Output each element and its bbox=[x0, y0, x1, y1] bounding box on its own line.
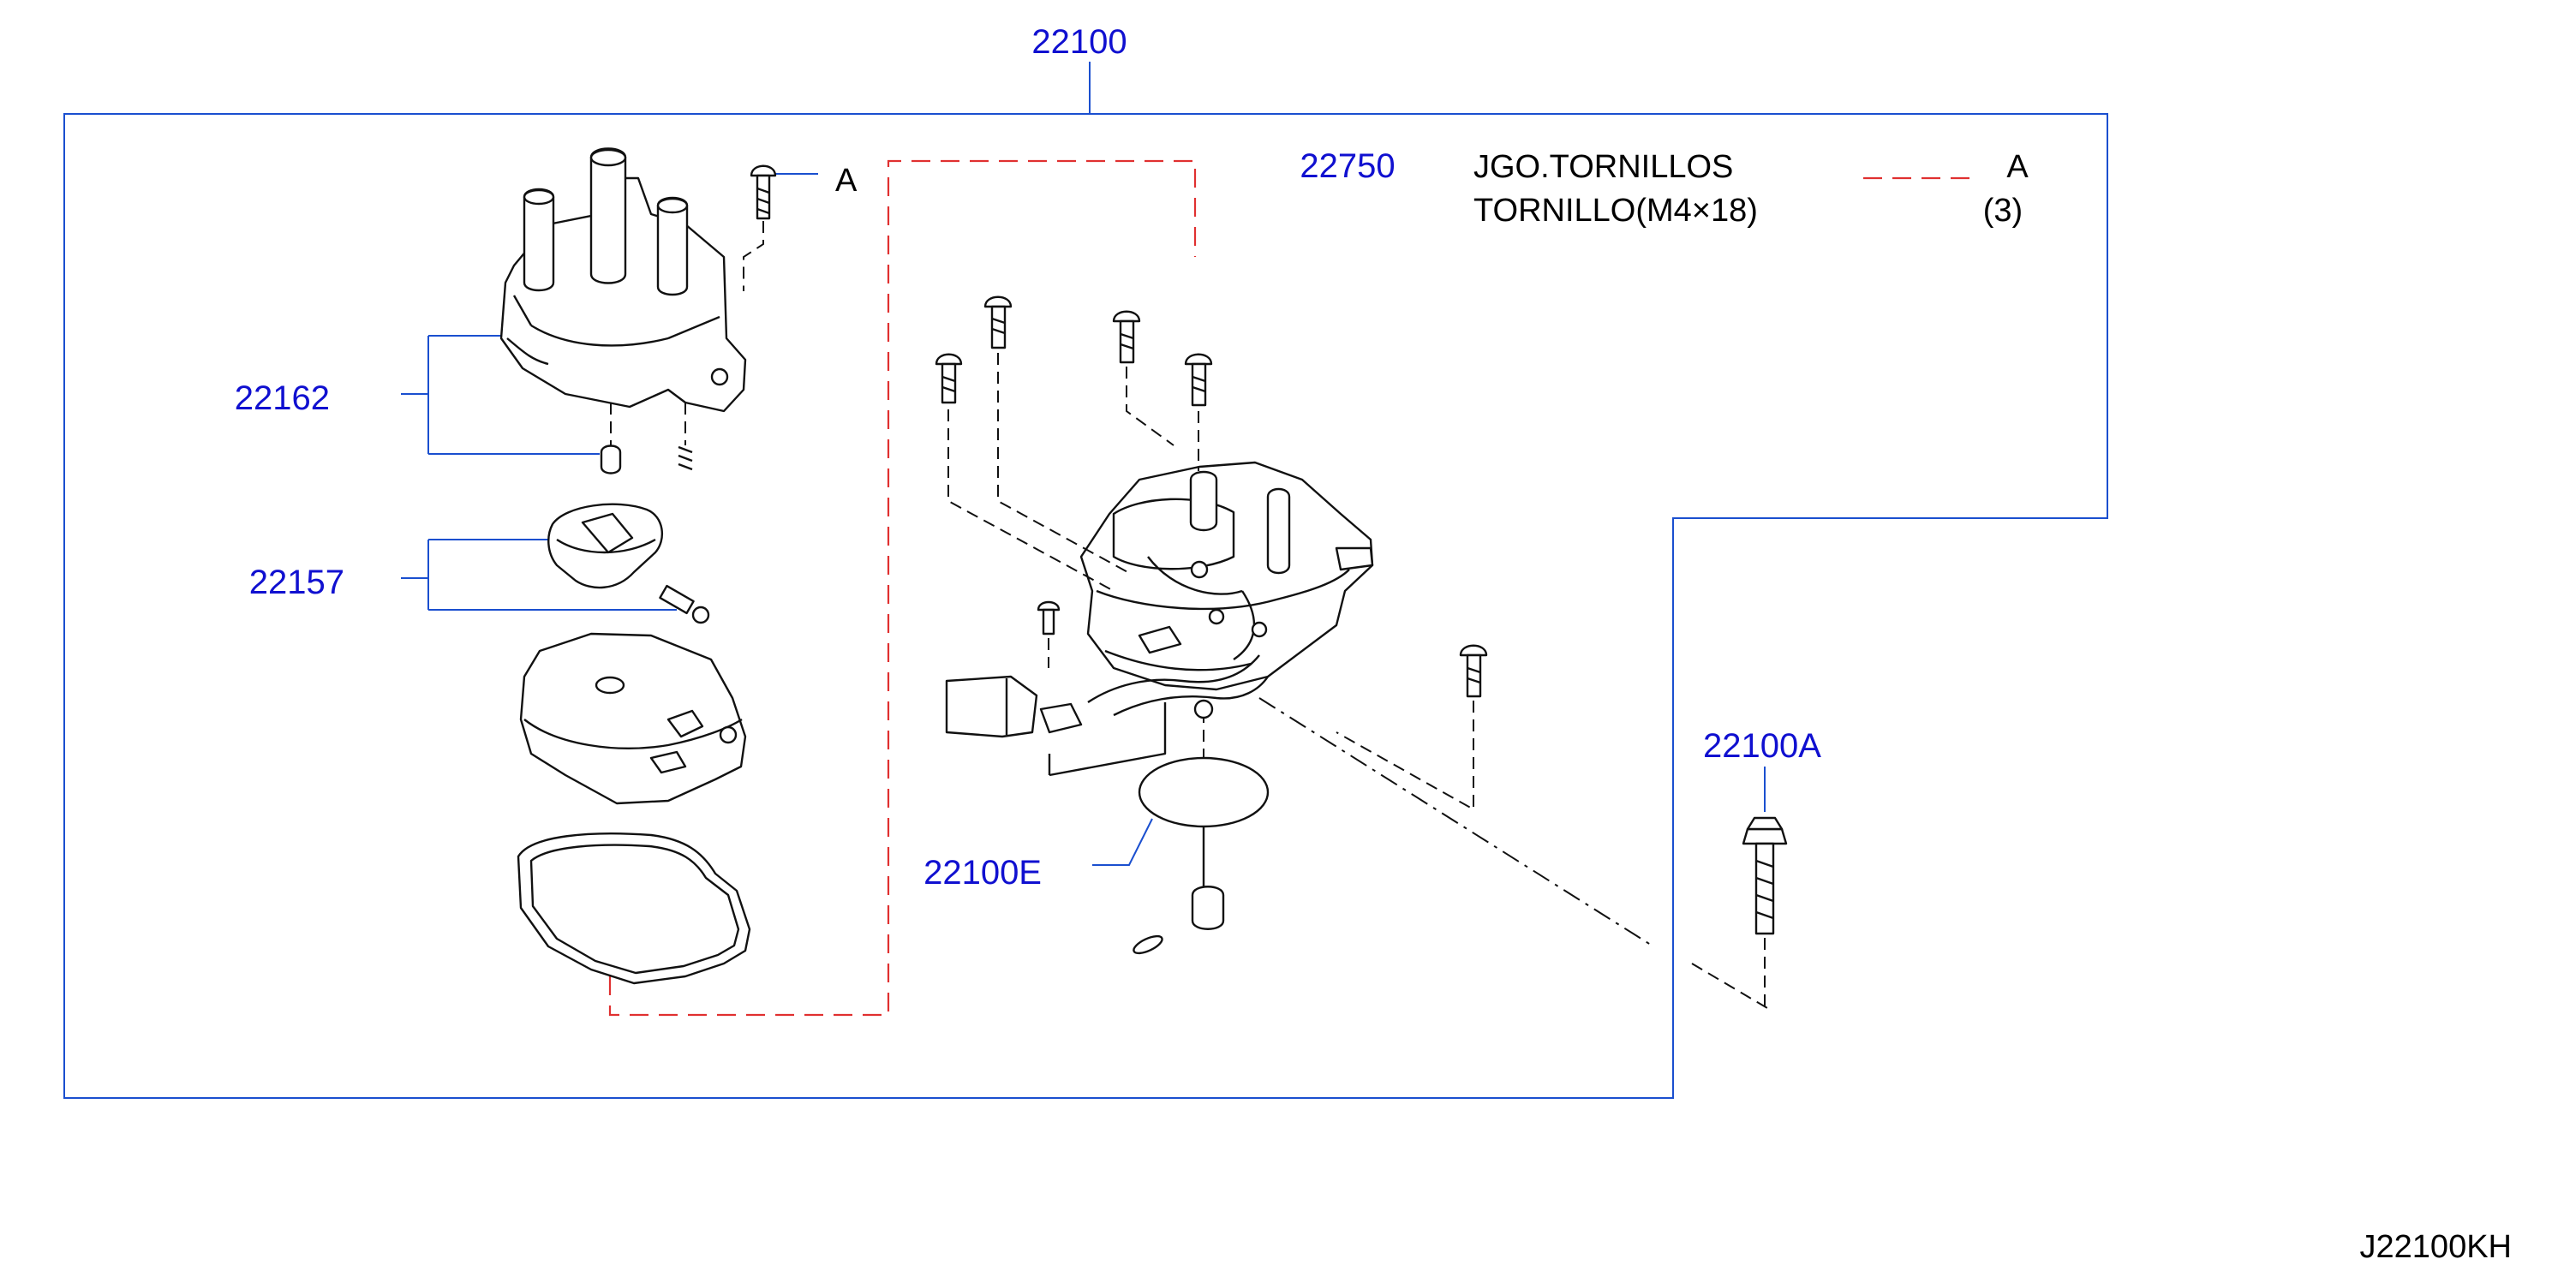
leader-22157 bbox=[401, 539, 677, 611]
leader-22100E bbox=[1092, 818, 1153, 866]
shaft-seal bbox=[1138, 699, 1270, 828]
distributor-housing bbox=[1079, 461, 1374, 691]
gasket bbox=[517, 832, 751, 985]
screw-kit-part-number: 22750 bbox=[1300, 147, 1395, 185]
inner-cover bbox=[519, 632, 747, 805]
wire-harness bbox=[945, 654, 1269, 777]
part-number-22100e: 22100E bbox=[923, 854, 1042, 892]
part-number-22100a: 22100A bbox=[1703, 727, 1821, 765]
part-number-22157: 22157 bbox=[249, 564, 344, 601]
reference-mark-a: A bbox=[835, 163, 858, 199]
drive-coupling bbox=[1133, 826, 1225, 955]
mounting-bolt bbox=[1742, 816, 1788, 1011]
cap-screw bbox=[743, 164, 777, 291]
cap-retaining-clips bbox=[600, 403, 693, 474]
screw-kit-reference: A bbox=[2006, 149, 2029, 185]
distributor-cap bbox=[499, 147, 747, 413]
leader-22162 bbox=[401, 335, 600, 455]
part-number-22162: 22162 bbox=[235, 379, 330, 417]
reference-path-a bbox=[608, 159, 1979, 1017]
screw-kit-description: JGO.TORNILLOS bbox=[1473, 149, 1733, 185]
screw-kit-quantity: (3) bbox=[1983, 193, 2023, 229]
main-part-number: 22100 bbox=[1031, 23, 1127, 61]
drawing-code: J22100KH bbox=[2360, 1229, 2512, 1265]
assembly-frame bbox=[63, 62, 2108, 1099]
housing-screws bbox=[935, 295, 1488, 698]
screw-guide-lines bbox=[947, 353, 1772, 1011]
rotor-head bbox=[547, 503, 710, 624]
screw-kit-item: TORNILLO(M4×18) bbox=[1473, 193, 1758, 229]
